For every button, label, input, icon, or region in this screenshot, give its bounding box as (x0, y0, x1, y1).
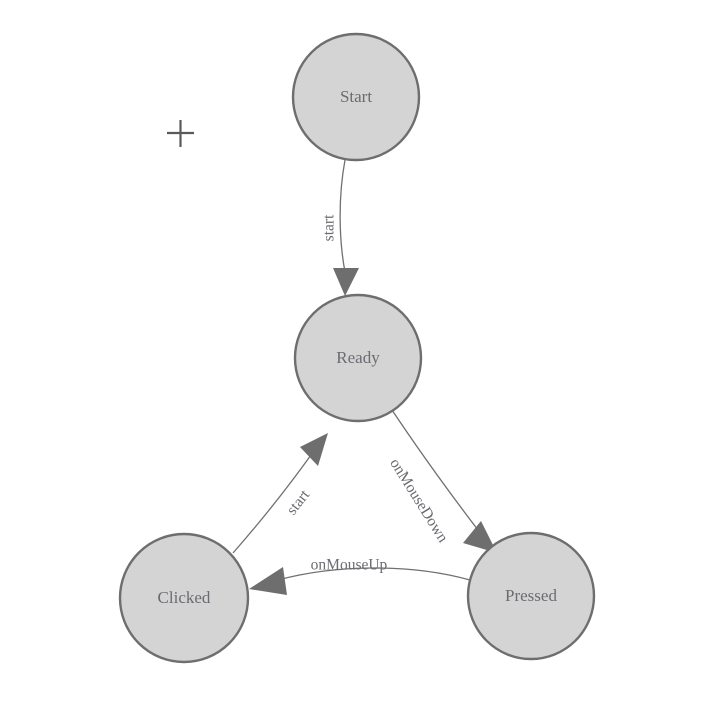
node-label-pressed: Pressed (505, 586, 557, 605)
node-circle-pressed (466, 531, 596, 661)
node-start[interactable]: Start (291, 32, 421, 162)
edge-pressed-to-clicked[interactable]: onMouseUp (249, 557, 471, 595)
node-clicked[interactable]: Clicked (118, 532, 250, 664)
edge-ready-to-pressed[interactable]: onMouseDown (386, 409, 497, 553)
node-label-start: Start (340, 87, 372, 106)
edge-label-pressed-to-clicked: onMouseUp (311, 557, 388, 574)
edge-clicked-to-ready[interactable]: start (232, 433, 328, 554)
node-label-clicked: Clicked (158, 588, 211, 607)
node-ready[interactable]: Ready (293, 293, 423, 423)
arrowhead-into-pressed (463, 521, 497, 553)
arrowhead-into-ready-top (333, 268, 359, 296)
arrowhead-into-clicked (249, 567, 287, 595)
edge-path-clicked-to-ready (232, 454, 312, 554)
edge-label-ready-to-pressed: onMouseDown (386, 455, 451, 545)
crosshair-icon (167, 120, 194, 147)
arrowhead-into-ready-bottom (300, 433, 328, 466)
node-label-ready: Ready (336, 348, 380, 367)
edge-path-start-to-ready (339, 159, 346, 273)
node-pressed[interactable]: Pressed (466, 531, 596, 661)
node-circle-clicked (118, 532, 250, 664)
edge-start-to-ready[interactable]: start (321, 159, 359, 296)
edge-path-pressed-to-clicked (277, 567, 471, 581)
edge-path-ready-to-pressed (391, 409, 482, 535)
edge-label-clicked-to-ready: start (283, 486, 313, 518)
edge-label-start-to-ready: start (321, 214, 338, 241)
node-circle-start (291, 32, 421, 162)
node-circle-ready (293, 293, 423, 423)
